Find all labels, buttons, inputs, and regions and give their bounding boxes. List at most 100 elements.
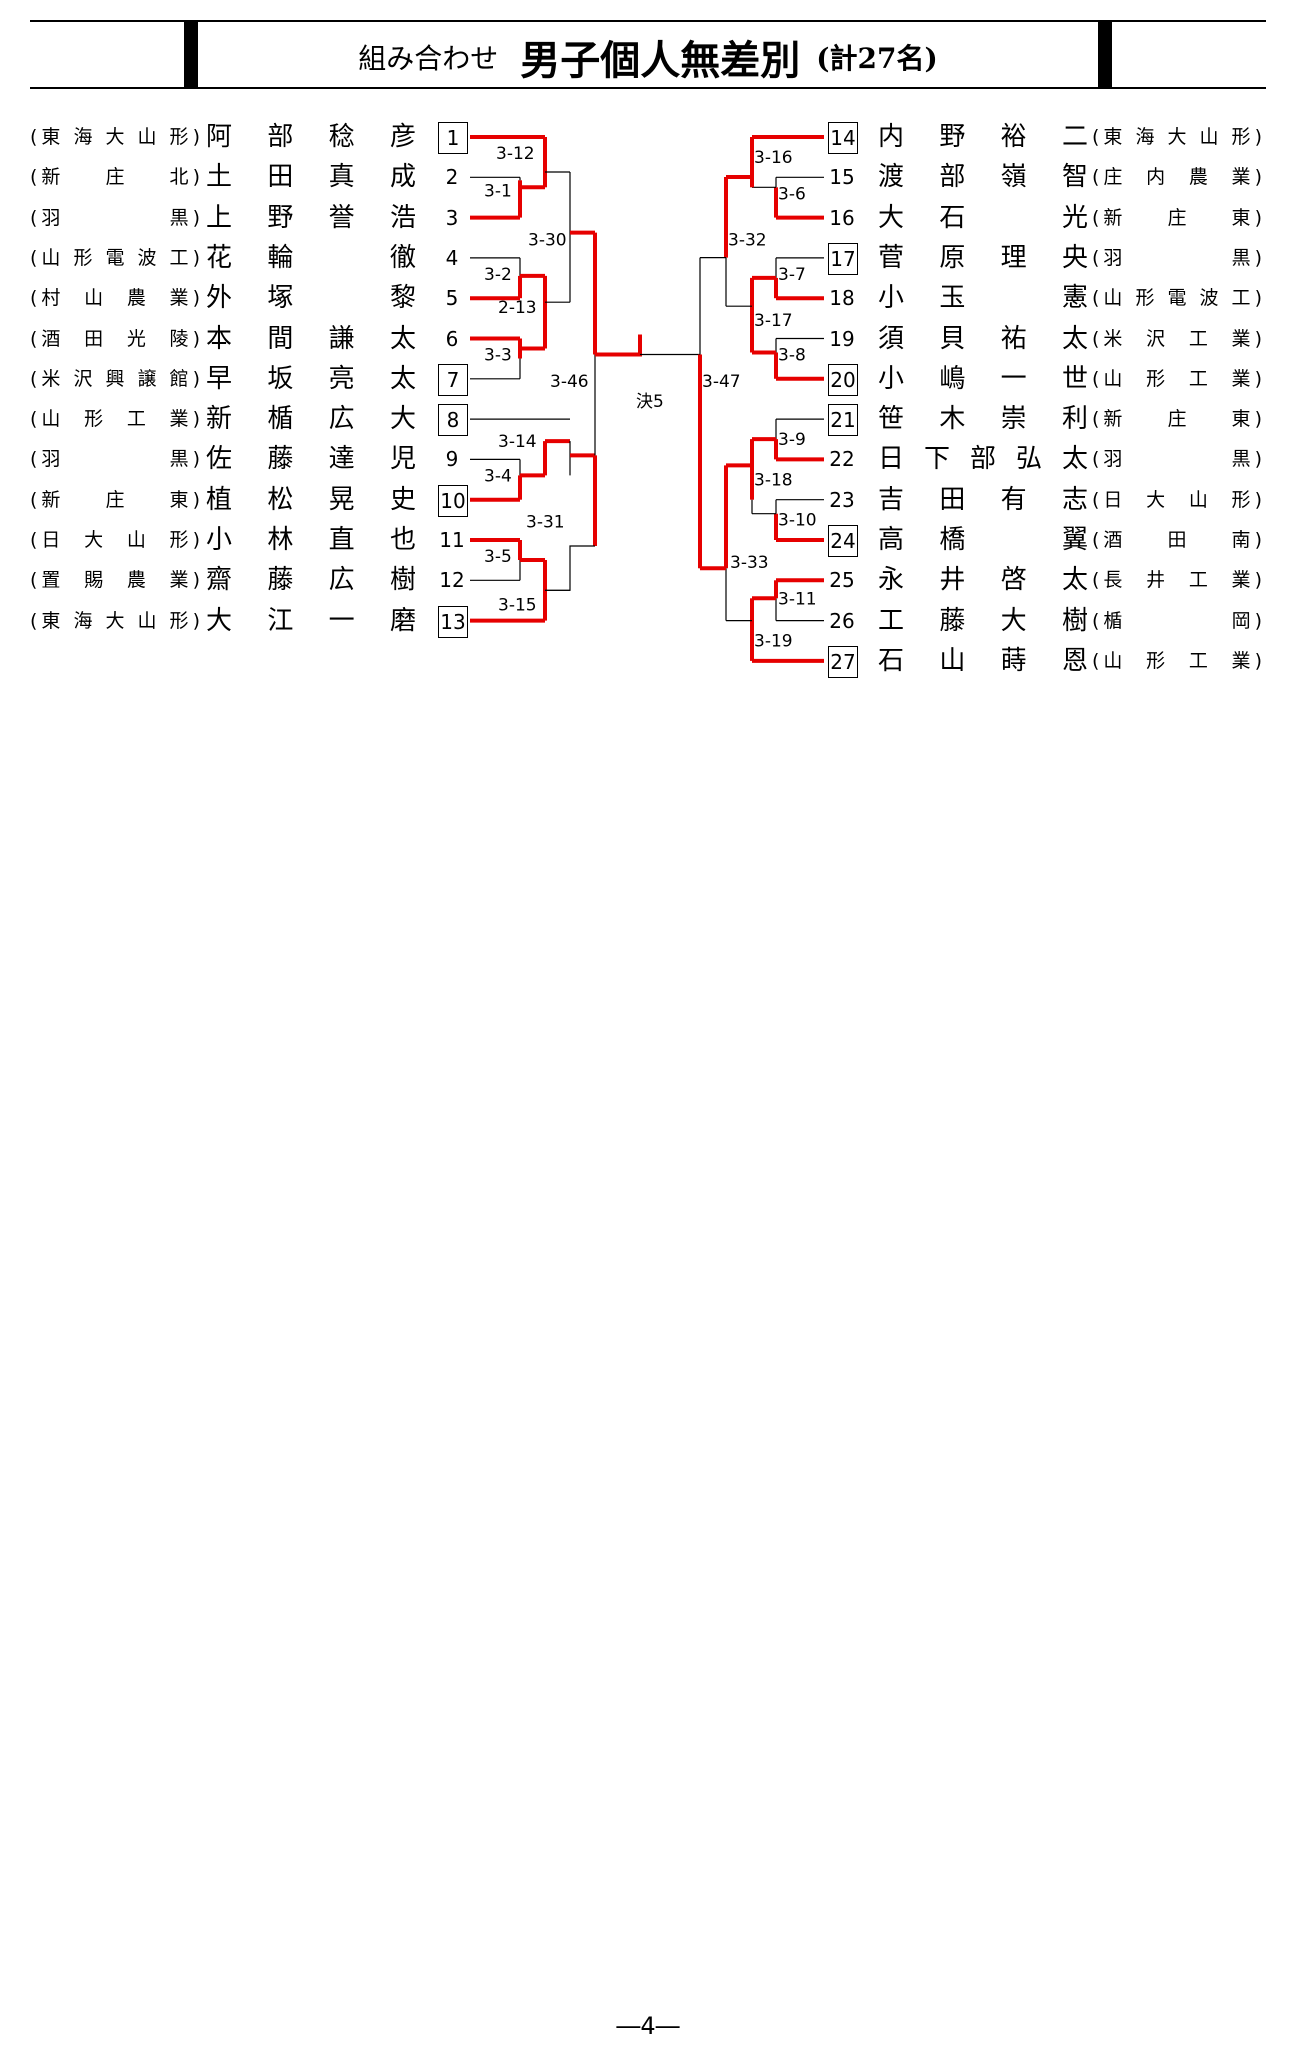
seed-number: 10 (438, 484, 468, 517)
school-name: (楯岡) (1092, 609, 1262, 632)
bracket-line (545, 545, 595, 591)
entry-row: (山形工業)石山蒔恩 27 (0, 644, 1296, 678)
school-name: (新庄東) (1092, 408, 1262, 431)
athlete-name: 菅原理央 (878, 242, 1088, 273)
seed-number: 15 (829, 165, 855, 190)
seed-number: 12 (439, 568, 465, 593)
seed-number: 13 (438, 605, 468, 638)
athlete-name: 永井啓太 (878, 565, 1088, 596)
match-label: 3-11 (778, 589, 817, 609)
match-label: 3-31 (526, 513, 565, 533)
seed-number: 21 (828, 404, 858, 437)
athlete-name: 小玉 憲 (878, 283, 1088, 314)
seed-number: 23 (829, 487, 855, 512)
title-count: (計27名) (816, 42, 938, 75)
school-name: (置賜農業) (30, 569, 200, 592)
athlete-name: 植松晃史 (206, 484, 416, 515)
match-label: 3-32 (728, 231, 767, 251)
seed-number: 11 (439, 528, 465, 552)
page-title: 組み合わせ 男子個人無差別 (計27名) (200, 30, 1096, 84)
school-name: (東海大山形) (1092, 126, 1262, 148)
athlete-name: 日下部弘太 (878, 444, 1088, 475)
athlete-name: 花輪 徹 (206, 242, 416, 273)
match-label: 3-17 (754, 311, 793, 331)
seed-number: 27 (828, 645, 858, 678)
athlete-name: 佐藤達児 (206, 444, 416, 475)
school-name: (新庄東) (1092, 206, 1262, 229)
athlete-name: 大石 光 (878, 202, 1088, 233)
seed-number: 16 (829, 205, 855, 230)
school-name: (羽黒) (30, 206, 200, 229)
match-label: 3-16 (754, 148, 793, 168)
school-name: (村山農業) (30, 287, 200, 310)
match-label: 3-12 (496, 144, 535, 164)
match-label: 3-10 (778, 511, 817, 531)
match-label: 3-4 (484, 466, 512, 486)
school-name: (米沢興譲館) (30, 367, 200, 390)
athlete-name: 須貝祐太 (878, 323, 1088, 354)
winner-line (595, 334, 642, 357)
school-name: (羽黒) (1092, 448, 1262, 471)
school-name: (山形工業) (30, 408, 200, 431)
seed-number: 26 (829, 608, 855, 633)
match-label: 3-30 (528, 231, 567, 251)
athlete-name: 土田真成 (206, 162, 416, 193)
match-label: 3-19 (754, 632, 793, 652)
page-number: ―4― (616, 2012, 680, 2040)
match-label: 3-9 (778, 430, 806, 450)
athlete-name: 上野誉浩 (206, 202, 416, 233)
school-name: (新庄北) (30, 166, 200, 189)
match-label: 3-33 (730, 553, 769, 573)
match-label: 3-18 (754, 470, 793, 490)
seed-number: 1 (438, 122, 468, 154)
athlete-name: 工藤大樹 (878, 605, 1088, 636)
title-bar-right (1098, 20, 1112, 88)
athlete-name: 石山蒔恩 (878, 645, 1088, 676)
match-label: 3-6 (778, 184, 806, 204)
entry-row: (楯岡)工藤大樹 26 (0, 604, 1296, 638)
tournament-bracket: 3-13-123-23-32-133-303-43-143-53-153-313… (470, 135, 824, 663)
match-label: 3-1 (484, 181, 512, 201)
seed-number: 22 (829, 447, 855, 472)
school-name: (長井工業) (1092, 569, 1262, 592)
seed-number: 4 (445, 245, 459, 270)
match-label: 3-5 (484, 547, 512, 567)
athlete-name: 内野裕二 (878, 122, 1088, 152)
athlete-name: 外塚 黎 (206, 283, 416, 314)
athlete-name: 阿部稔彦 (206, 122, 416, 152)
school-name: (羽黒) (1092, 246, 1262, 269)
athlete-name: 小嶋一世 (878, 363, 1088, 394)
athlete-name: 吉田有志 (878, 484, 1088, 515)
entry-row: (羽黒)日下部弘太 22 (0, 442, 1296, 476)
match-label: 3-2 (484, 265, 512, 285)
athlete-name: 本間謙太 (206, 323, 416, 354)
seed-number: 3 (445, 205, 459, 230)
seed-number: 18 (829, 286, 855, 311)
seed-number: 19 (829, 326, 855, 351)
match-label: 3-3 (484, 346, 512, 366)
bottom-rule (30, 87, 1266, 89)
school-name: (山形電波工) (1092, 287, 1262, 310)
title-main: 男子個人無差別 (520, 37, 801, 84)
school-name: (山形工業) (1092, 649, 1262, 672)
entry-row: (新庄東)大石 光 16 (0, 201, 1296, 235)
seed-number: 6 (445, 326, 459, 351)
school-name: (米沢工業) (1092, 327, 1262, 350)
seed-number: 7 (438, 363, 468, 396)
title-bar-left (184, 20, 198, 88)
school-name: (庄内農業) (1092, 166, 1262, 189)
seed-number: 20 (828, 363, 858, 396)
